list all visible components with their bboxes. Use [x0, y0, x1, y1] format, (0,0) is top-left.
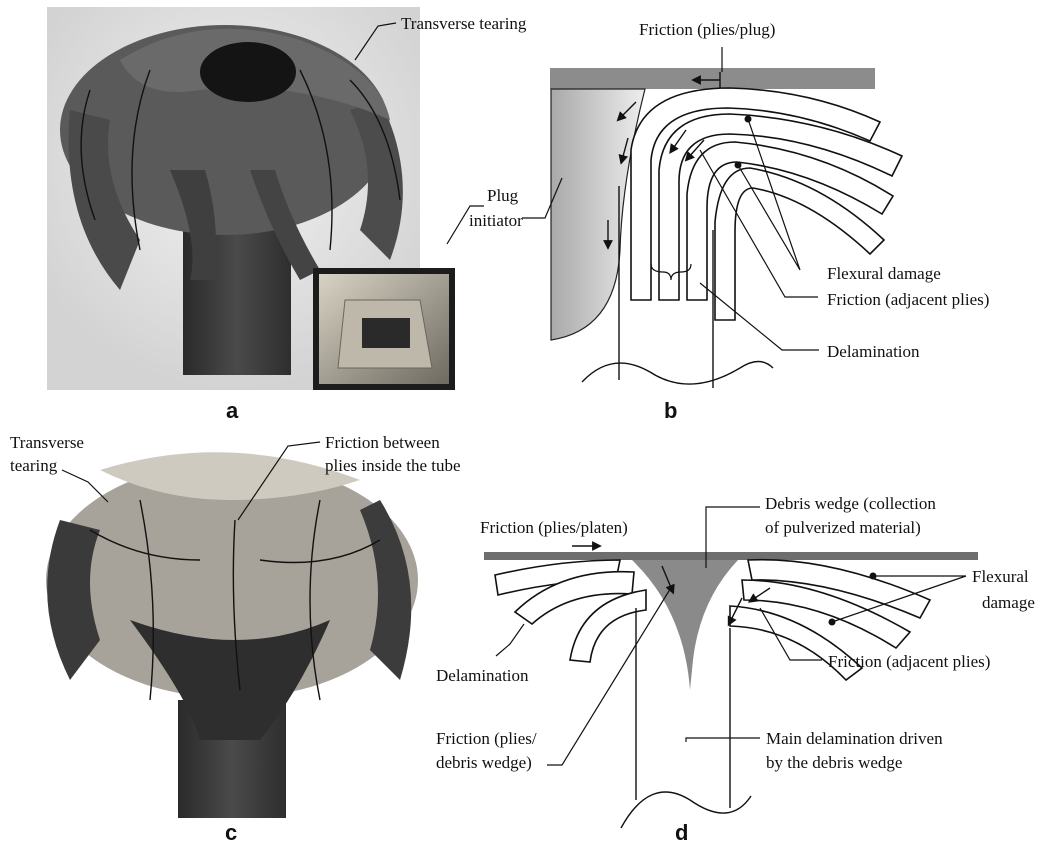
- label-a-plug-line2: initiator: [469, 211, 523, 230]
- label-d-friction-debris-line1: Friction (plies/: [436, 729, 537, 748]
- leader-d-main-delam: [686, 738, 760, 742]
- label-d-delamination: Delamination: [436, 666, 529, 685]
- label-d-debris-wedge-line1: Debris wedge (collection: [765, 494, 936, 513]
- label-c-friction-between-line1: Friction between: [325, 433, 440, 452]
- label-d-friction-adjacent: Friction (adjacent plies): [828, 652, 990, 671]
- panel-c: Transverse tearing Friction between plie…: [10, 433, 461, 845]
- photo-a-tube-opening: [200, 42, 296, 102]
- b-platen: [550, 68, 875, 89]
- panel-a: Transverse tearing Plug initiator a: [47, 7, 527, 423]
- label-c-friction-between-line2: plies inside the tube: [325, 456, 461, 475]
- label-d-main-delam-line1: Main delamination driven: [766, 729, 943, 748]
- panel-letter-a: a: [226, 398, 239, 423]
- label-d-flexural-line1: Flexural: [972, 567, 1029, 586]
- panel-letter-b: b: [664, 398, 677, 423]
- label-d-flexural-line2: damage: [982, 593, 1035, 612]
- label-a-plug-line1: Plug: [487, 186, 519, 205]
- label-b-friction-adjacent: Friction (adjacent plies): [827, 290, 989, 309]
- label-d-friction-plies-platen: Friction (plies/platen): [480, 518, 628, 537]
- label-c-transverse-line2: tearing: [10, 456, 58, 475]
- panel-letter-c: c: [225, 820, 237, 845]
- d-left-plies: [495, 560, 646, 662]
- photo-a-plug-inset: [313, 268, 455, 390]
- label-b-friction-plies-plug: Friction (plies/plug): [639, 20, 775, 39]
- panel-letter-d: d: [675, 820, 688, 845]
- b-tube-bottom-wave: [582, 362, 773, 385]
- label-c-transverse-line1: Transverse: [10, 433, 84, 452]
- label-d-main-delam-line2: by the debris wedge: [766, 753, 902, 772]
- panel-d: Friction (plies/platen) Debris wedge (co…: [436, 494, 1035, 845]
- label-b-flexural-damage: Flexural damage: [827, 264, 941, 283]
- b-plies: [631, 88, 902, 320]
- panel-b: Friction (plies/plug) Flexural damage Fr…: [522, 20, 989, 423]
- label-d-friction-debris-line2: debris wedge): [436, 753, 532, 772]
- label-d-debris-wedge-line2: of pulverized material): [765, 518, 921, 537]
- d-platen: [484, 552, 978, 560]
- label-a-transverse-tearing: Transverse tearing: [401, 14, 527, 33]
- leader-d-delamination: [496, 624, 524, 656]
- label-b-delamination: Delamination: [827, 342, 920, 361]
